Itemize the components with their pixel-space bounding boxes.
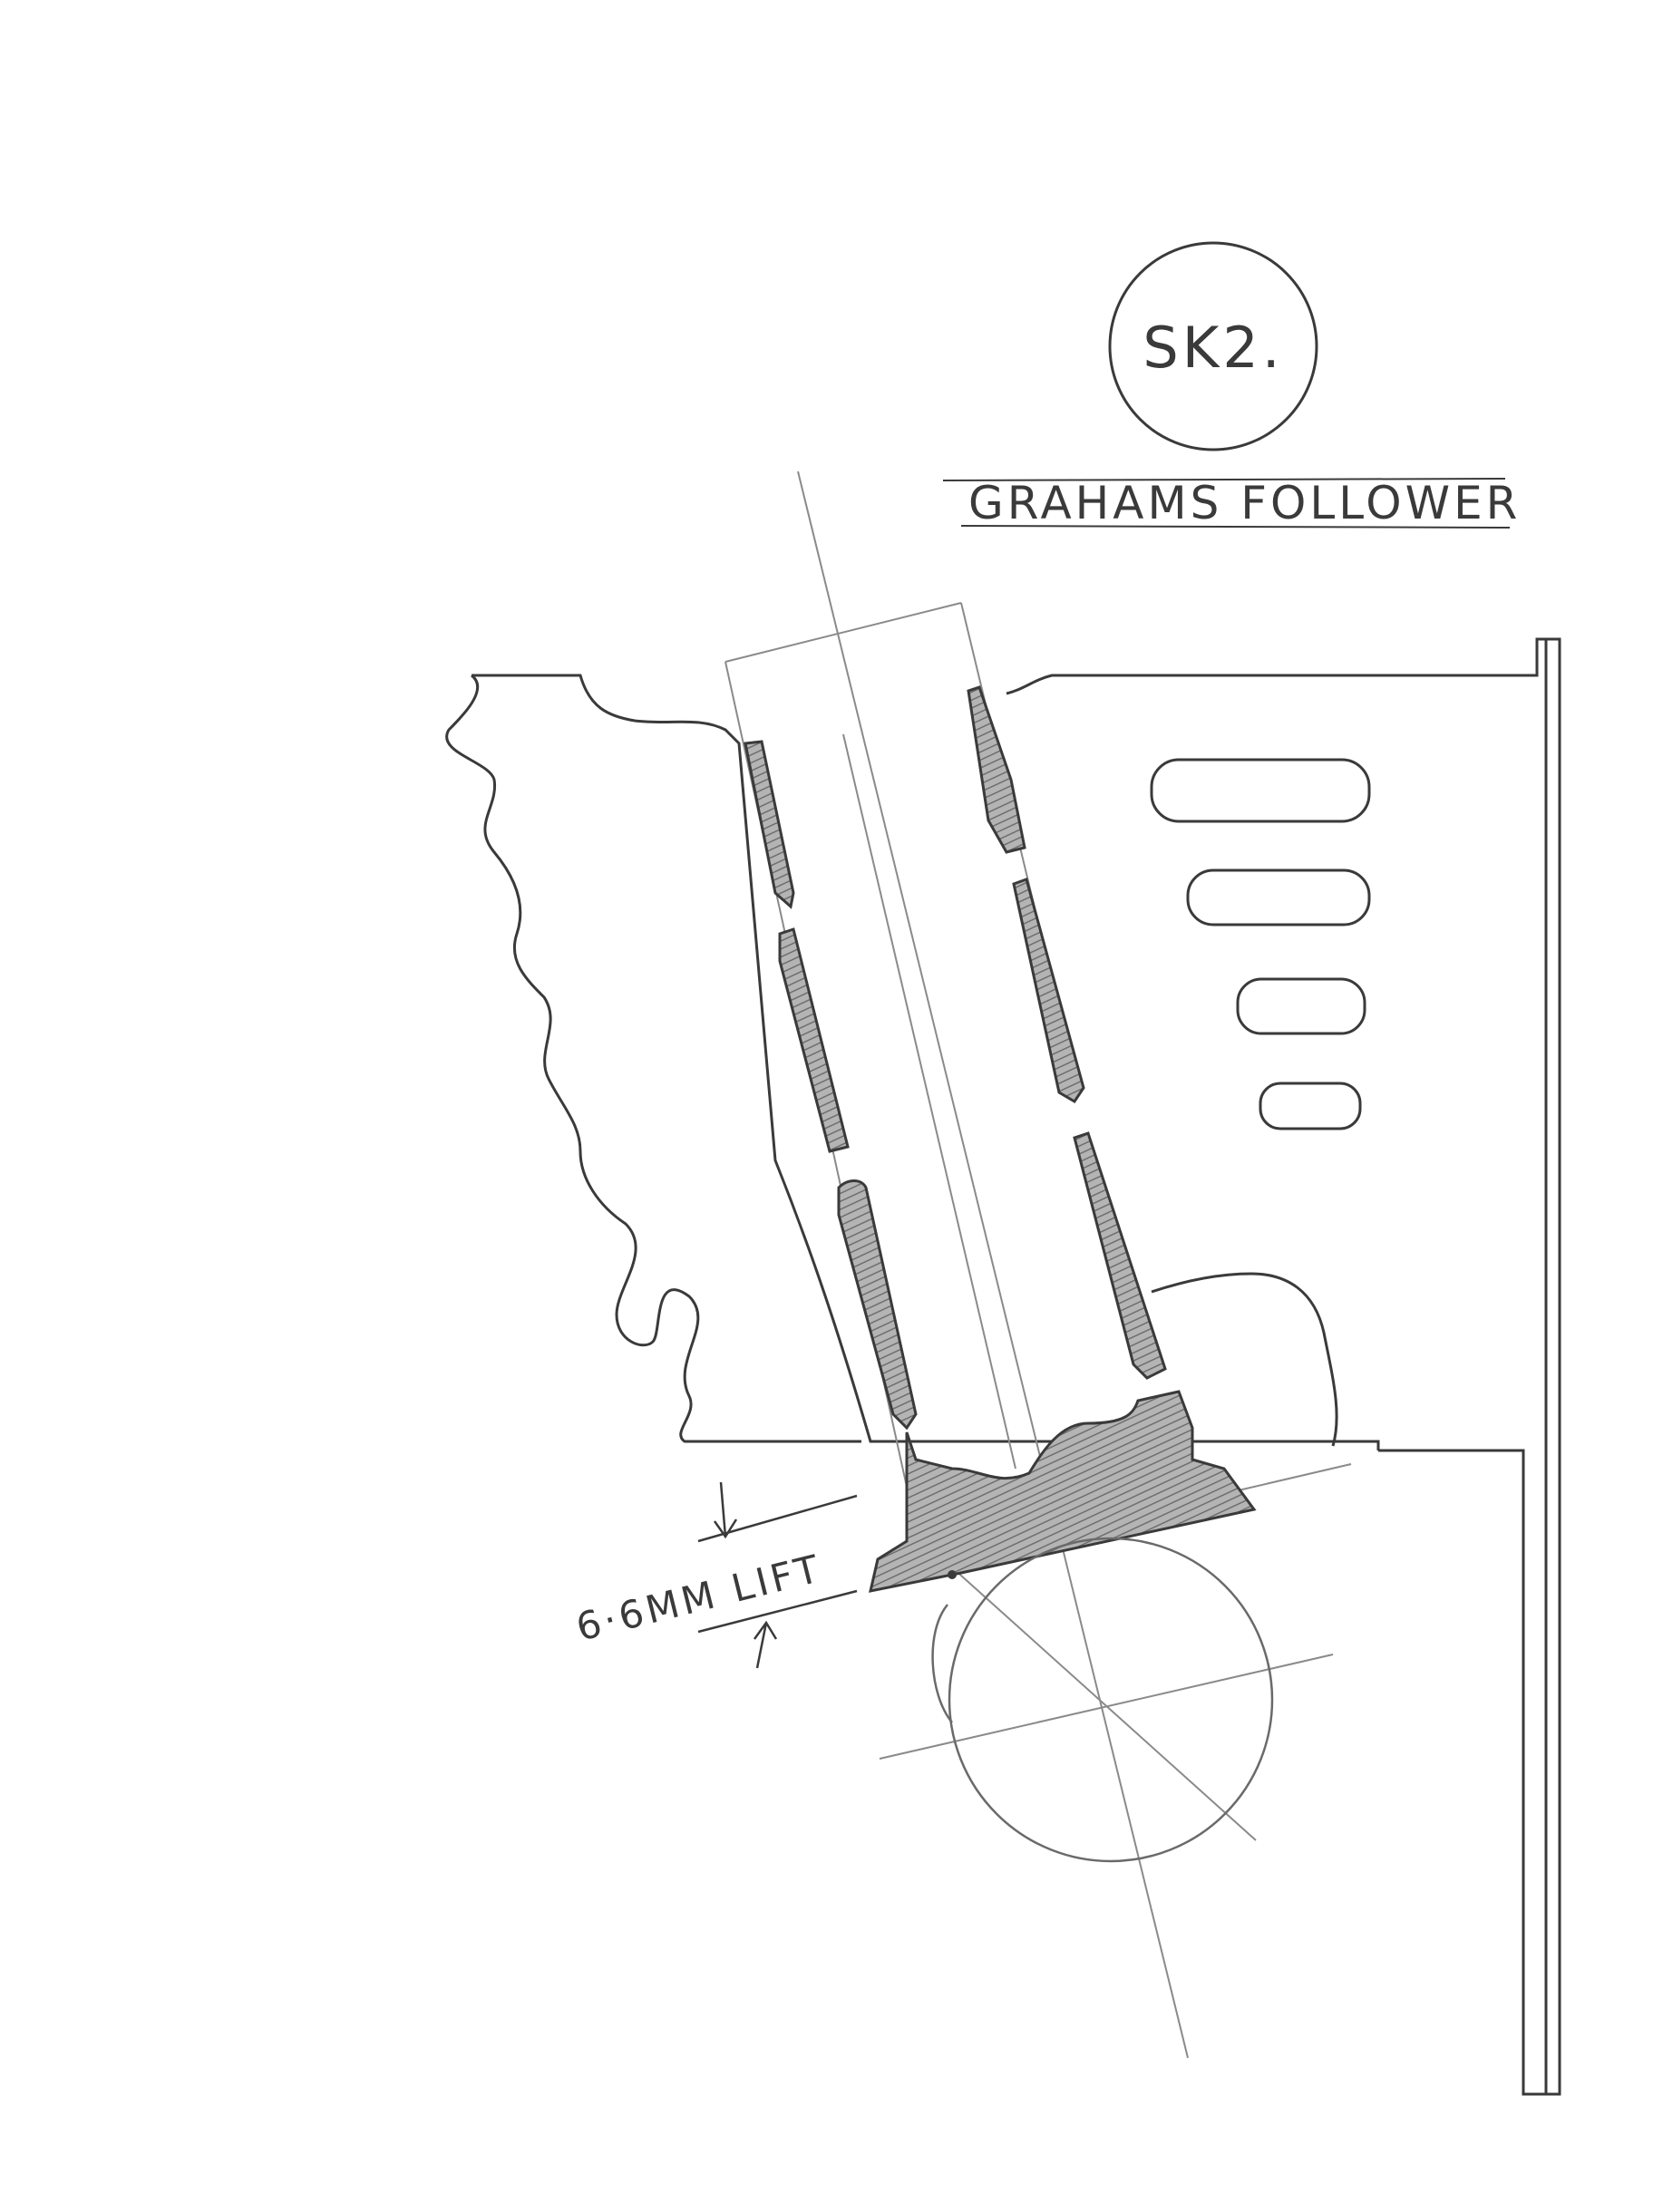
head-top-right-edge <box>1006 637 1561 2096</box>
passage-slot-1 <box>1150 758 1371 823</box>
guide-top-line <box>724 602 962 663</box>
head-left-wavy-edge <box>472 674 1380 1450</box>
guide-right-section-2 <box>1012 878 1085 1104</box>
title-underline-bottom <box>960 525 1511 529</box>
valve-axis-centre-line <box>797 471 1189 2059</box>
dimension-arrow-top-head <box>713 1518 738 1539</box>
follower-foot <box>869 1390 1257 1593</box>
head-wavy-profile <box>445 674 861 1443</box>
dimension-arrow-top-shaft <box>719 1481 727 1538</box>
cylinder-head-outline <box>445 637 1561 2096</box>
dimension-arrow-bottom-shaft <box>755 1622 768 1669</box>
contact-point-marker <box>948 1570 957 1579</box>
guide-left-section-3 <box>837 1179 918 1431</box>
passage-slot-4 <box>1259 1082 1362 1130</box>
construction-lines <box>724 471 1352 2059</box>
follower-body <box>869 1390 1257 1593</box>
valve-guide-sections <box>744 685 1167 1431</box>
guide-right-section-1 <box>967 685 1026 854</box>
head-boss-profile <box>1151 1272 1338 1447</box>
sketch-number-circle <box>1108 241 1318 451</box>
coolant-passages <box>1150 758 1371 1130</box>
sketch-number-bubble: SK2. <box>1108 241 1318 451</box>
cam-base-circle <box>948 1537 1274 1863</box>
dimension-label: 6·6MM LIFT <box>572 1546 827 1650</box>
dimension-extension-bottom <box>697 1589 858 1634</box>
drawing-title: GRAHAMS FOLLOWER <box>968 477 1521 529</box>
lift-dimension: 6·6MM LIFT <box>572 1481 858 1669</box>
cam-diagonal-construction <box>942 1558 1257 1841</box>
cam-lobe <box>931 1537 1274 1863</box>
drawing-title-block: GRAHAMS FOLLOWER <box>942 477 1521 529</box>
guide-left-section-1 <box>744 740 795 909</box>
dimension-arrow-bottom-head <box>753 1620 778 1640</box>
sketch-number: SK2. <box>1143 315 1283 381</box>
guide-left-section-2 <box>778 927 850 1153</box>
guide-right-section-3 <box>1073 1131 1167 1380</box>
passage-slot-3 <box>1236 977 1366 1035</box>
passage-slot-2 <box>1186 868 1371 927</box>
title-underline-top <box>942 478 1506 481</box>
guide-inner-line <box>842 733 1016 1470</box>
cam-contact-arc <box>931 1604 953 1723</box>
